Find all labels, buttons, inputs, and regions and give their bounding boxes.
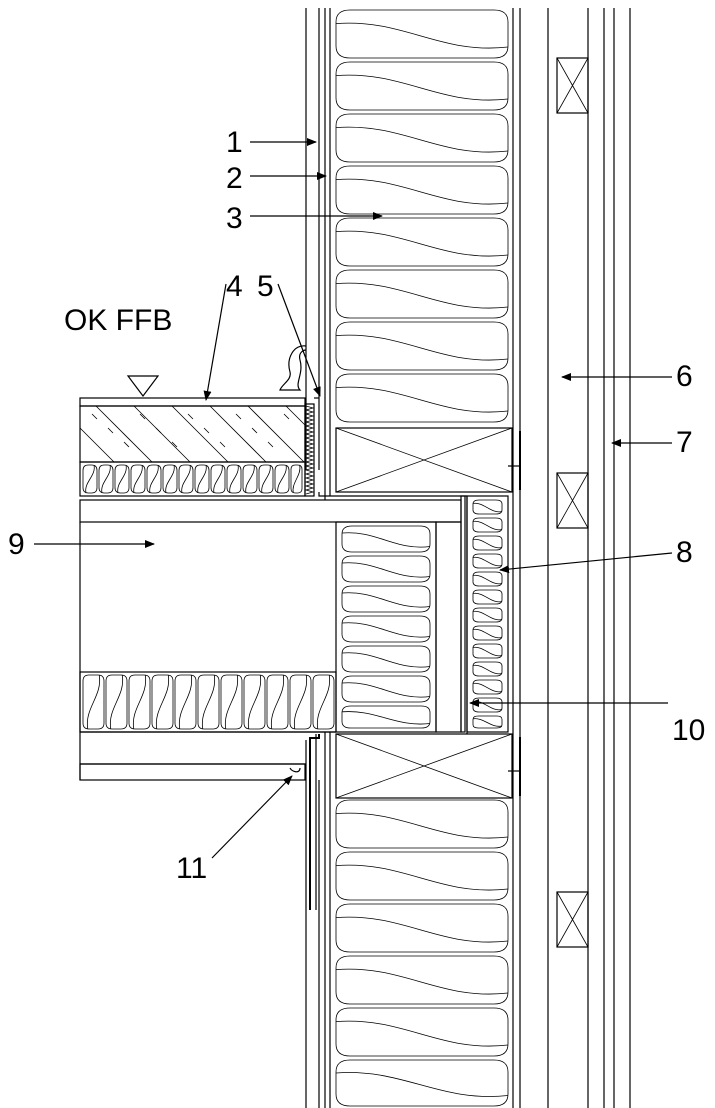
- batten-3: [556, 891, 589, 948]
- annotations: OK FFB 1 2 3 4 5 6 7 8 9 10 11: [8, 126, 705, 885]
- callout-11: 11: [176, 852, 207, 885]
- seal-clip: [289, 767, 301, 773]
- impact-sound-insulation: [79, 461, 306, 497]
- level-marker-triangle: [126, 375, 160, 397]
- membrane-curl: [279, 345, 307, 391]
- batten-2: [556, 472, 589, 529]
- callout-10: 10: [672, 714, 705, 747]
- callout-4: 4: [226, 270, 243, 303]
- callout-7: 7: [676, 426, 693, 459]
- callout-6: 6: [676, 360, 693, 393]
- floor-screed: [79, 397, 306, 463]
- callout-9: 9: [8, 528, 25, 561]
- level-label: OK FFB: [64, 304, 172, 337]
- joist-end-insulation: [335, 521, 437, 733]
- facade-layers: [547, 8, 631, 1108]
- outboard-insulation: [466, 495, 509, 733]
- end-board: [435, 495, 466, 733]
- edge-insulation-strip: [304, 397, 319, 497]
- lower-rim-beam: [335, 733, 513, 799]
- wall-insulation-zone: [335, 8, 521, 1108]
- upper-rim-beam: [335, 427, 513, 493]
- callout-2: 2: [226, 162, 243, 195]
- fasteners: [508, 431, 521, 796]
- floor-cavity-insulation: [79, 671, 337, 733]
- ceiling-board: [79, 732, 306, 781]
- batten-1: [556, 57, 589, 114]
- sealing-membrane: [309, 492, 468, 910]
- callout-5: 5: [257, 270, 274, 303]
- callout-1: 1: [226, 126, 243, 159]
- floor-slab-board: [79, 499, 462, 523]
- callout-3: 3: [226, 202, 243, 235]
- callout-8: 8: [676, 536, 693, 569]
- wall-board-layers: [305, 8, 331, 1108]
